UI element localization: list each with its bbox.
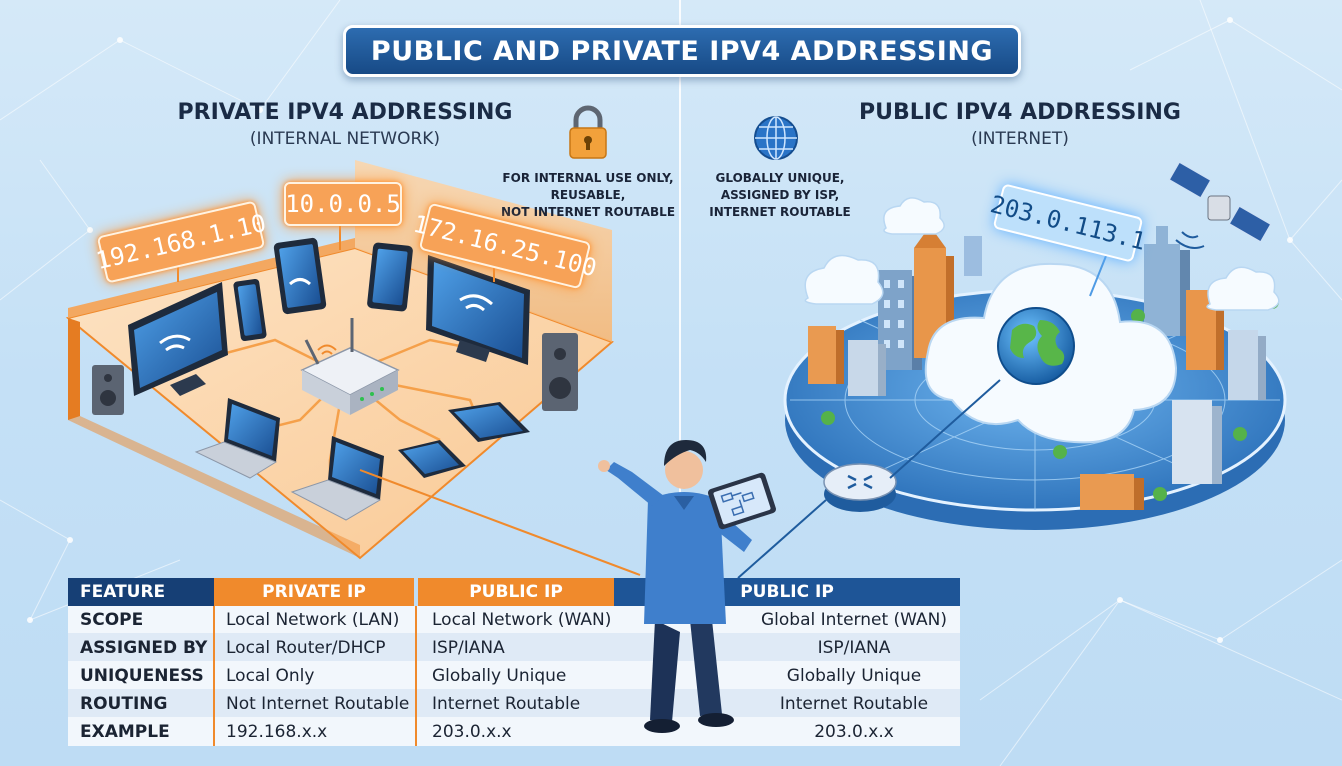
smartphone-icon bbox=[233, 279, 267, 341]
router-icon bbox=[300, 318, 400, 415]
table-header-row: FEATURE PRIVATE IP PUBLIC IP PUBLIC IP bbox=[68, 578, 960, 606]
table-cell: Local Only bbox=[226, 666, 315, 686]
table-cell: EXAMPLE bbox=[80, 722, 170, 742]
building-icon bbox=[1172, 400, 1222, 484]
globe-icon bbox=[754, 116, 798, 160]
private-note-line: FOR INTERNAL USE ONLY, bbox=[502, 171, 674, 185]
table-cell: Global Internet (WAN) bbox=[760, 610, 948, 630]
building-icon bbox=[808, 326, 844, 384]
table-cell: 192.168.x.x bbox=[226, 722, 328, 742]
table-cell: Globally Unique bbox=[432, 666, 567, 686]
private-section-title: PRIVATE IPV4 ADDRESSING bbox=[177, 100, 513, 125]
table-header-cell: PUBLIC IP bbox=[469, 582, 563, 602]
cloud-icon bbox=[1206, 266, 1280, 311]
table-header-cell: FEATURE bbox=[80, 582, 166, 602]
speaker-icon bbox=[542, 333, 578, 411]
table-cell: Local Router/DHCP bbox=[226, 638, 386, 658]
table-cell: SCOPE bbox=[80, 610, 144, 630]
speaker-icon bbox=[92, 365, 124, 415]
table-row: SCOPE Local Network (LAN) Local Network … bbox=[68, 606, 960, 634]
table-cell: 203.0.x.x bbox=[814, 722, 894, 742]
table-cell: Globally Unique bbox=[786, 666, 922, 686]
building-icon bbox=[1228, 330, 1266, 400]
page-title: PUBLIC AND PRIVATE IPV4 ADDRESSING bbox=[343, 25, 1021, 77]
table-cell: 203.0.x.x bbox=[432, 722, 512, 742]
building-icon bbox=[848, 340, 886, 396]
comparison-table: FEATURE PRIVATE IP PUBLIC IP PUBLIC IP S… bbox=[68, 577, 960, 745]
table-cell: Local Network (WAN) bbox=[432, 610, 612, 630]
table-row: ASSIGNED BY Local Router/DHCP ISP/IANA I… bbox=[68, 634, 960, 662]
table-cell: ISP/IANA bbox=[817, 638, 891, 658]
table-cell: Not Internet Routable bbox=[226, 694, 410, 714]
wan-router-icon bbox=[823, 463, 897, 512]
smartphone-icon bbox=[398, 440, 466, 478]
private-section-subtitle: (INTERNAL NETWORK) bbox=[249, 129, 441, 149]
padlock-icon bbox=[569, 105, 607, 159]
public-note-line: GLOBALLY UNIQUE, bbox=[715, 171, 845, 185]
tablet-icon bbox=[273, 237, 327, 315]
table-header-cell: PRIVATE IP bbox=[262, 582, 366, 602]
laptop-icon bbox=[194, 398, 280, 479]
private-network-room bbox=[65, 160, 641, 576]
private-note-line: REUSABLE, bbox=[550, 188, 626, 202]
laptop-icon bbox=[290, 436, 384, 521]
public-note: GLOBALLY UNIQUE, ASSIGNED BY ISP, INTERN… bbox=[700, 170, 860, 221]
table-row: UNIQUENESS Local Only Globally Unique Gl… bbox=[68, 662, 960, 690]
building-icon bbox=[1144, 226, 1190, 336]
tablet-icon bbox=[708, 472, 776, 530]
table-cell: ISP/IANA bbox=[432, 638, 505, 658]
table-cell: Local Network (LAN) bbox=[226, 610, 400, 630]
private-note-line: NOT INTERNET ROUTABLE bbox=[500, 205, 676, 219]
table-cell: ASSIGNED BY bbox=[80, 638, 208, 658]
tablet-icon bbox=[367, 242, 413, 312]
satellite-icon bbox=[1168, 161, 1272, 249]
table-cell: UNIQUENESS bbox=[80, 666, 204, 686]
cloud-icon bbox=[804, 254, 884, 305]
table-cell: Internet Routable bbox=[432, 694, 581, 714]
public-internet-city bbox=[737, 161, 1287, 579]
cloud-icon bbox=[883, 197, 945, 235]
public-section-title: PUBLIC IPV4 ADDRESSING bbox=[859, 100, 1181, 125]
monitor-icon bbox=[128, 282, 228, 396]
building-icon bbox=[964, 236, 982, 276]
public-note-line: ASSIGNED BY ISP, bbox=[720, 188, 840, 202]
table-header-cell: PUBLIC IP bbox=[740, 582, 834, 602]
table-row: EXAMPLE 192.168.x.x 203.0.x.x 203.0.x.x bbox=[68, 718, 960, 746]
background-network-nodes bbox=[27, 17, 1293, 643]
table-cell: ROUTING bbox=[80, 694, 168, 714]
ip-tag-private: 10.0.0.5 bbox=[284, 182, 402, 226]
public-note-line: INTERNET ROUTABLE bbox=[709, 205, 851, 219]
tablet-icon bbox=[448, 402, 530, 442]
table-row: ROUTING Not Internet Routable Internet R… bbox=[68, 690, 960, 718]
public-section-subtitle: (INTERNET) bbox=[971, 129, 1069, 149]
monitor-icon bbox=[426, 255, 530, 365]
building-icon bbox=[1080, 474, 1144, 510]
earth-globe-icon bbox=[997, 307, 1075, 385]
person-illustration bbox=[598, 440, 776, 733]
comparison-table-shapes bbox=[68, 578, 960, 746]
table-cell: Internet Routable bbox=[779, 694, 929, 714]
private-note: FOR INTERNAL USE ONLY, REUSABLE, NOT INT… bbox=[496, 170, 680, 221]
